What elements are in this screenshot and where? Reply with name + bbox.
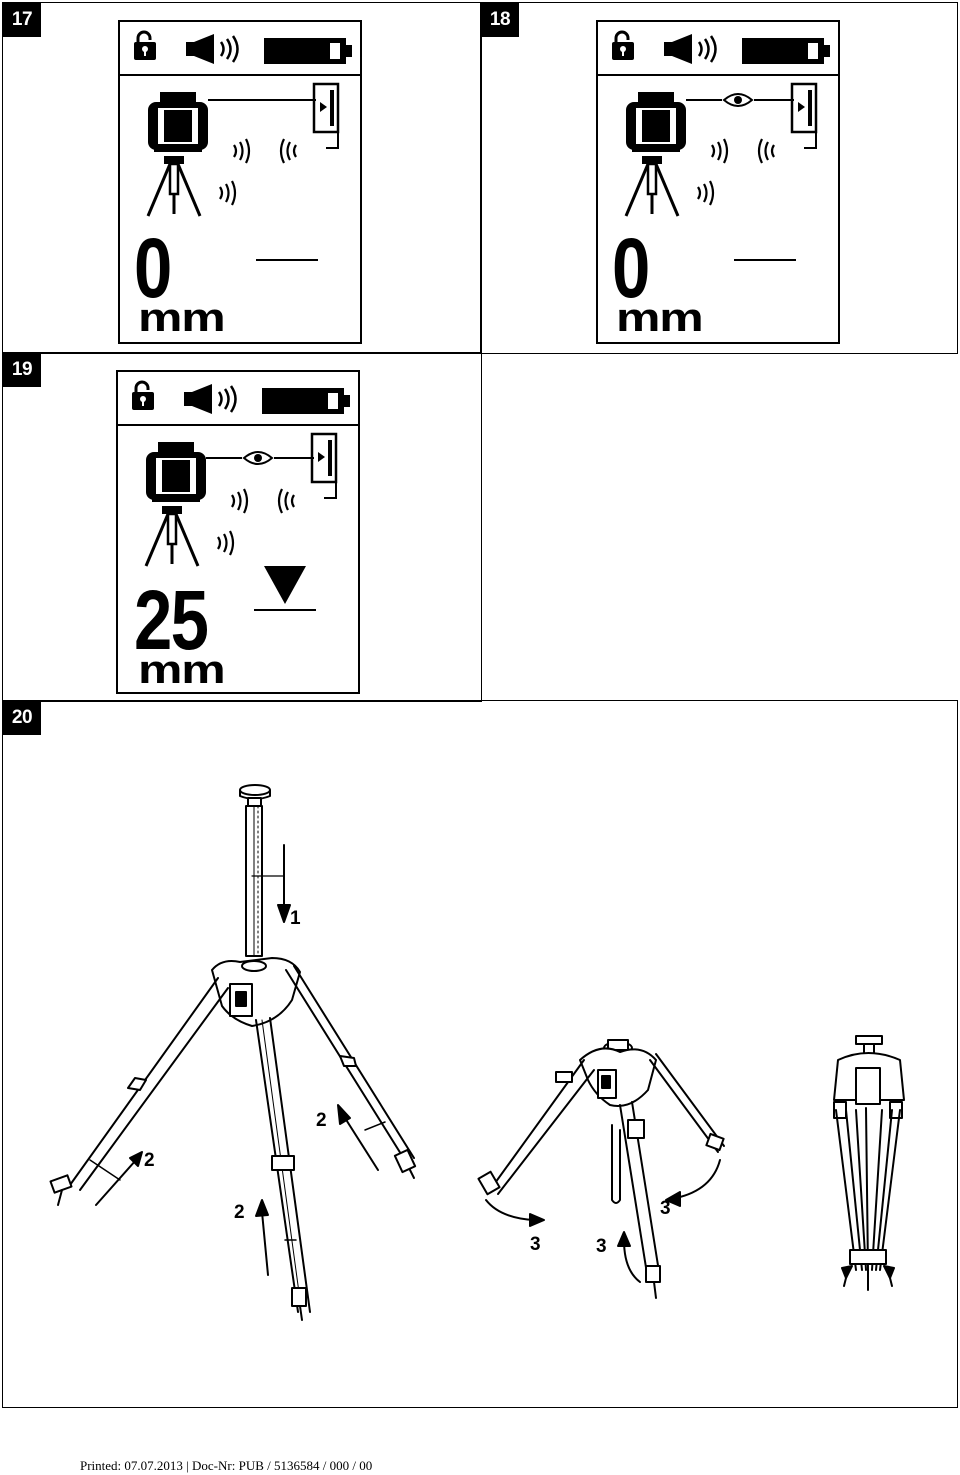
arrow-3-front [617, 1231, 641, 1283]
down-triangle-icon [264, 566, 306, 604]
rotating-laser-icon [626, 92, 686, 152]
tripod-icon [146, 154, 202, 218]
laser-receiver-icon [312, 82, 340, 134]
tripod-icon [144, 504, 200, 568]
figure-number-17: 17 [3, 3, 41, 37]
callout-2-front: 2 [234, 1202, 245, 1223]
eye-icon [723, 93, 753, 107]
arrow-2-front [255, 1199, 269, 1276]
callout-1: 1 [290, 908, 301, 929]
medium-tripod [477, 1039, 725, 1299]
panel-17-frame [2, 2, 482, 354]
arrow-3-right [665, 1159, 721, 1207]
status-bar-divider [120, 74, 360, 76]
status-bar-divider [118, 424, 358, 426]
callout-3-left: 3 [530, 1234, 541, 1255]
status-bar-icons [132, 30, 352, 261]
display-screen-18: 0 mm [596, 20, 840, 344]
panel-18-frame [480, 2, 958, 354]
display-screen-19: 25 mm [116, 370, 360, 694]
status-bar-icons [130, 380, 350, 611]
large-tripod [49, 784, 417, 1321]
battery-icon [262, 388, 350, 414]
status-bar-divider [598, 74, 838, 76]
arrow-2-left [95, 1151, 143, 1206]
battery-icon [742, 38, 830, 64]
speaker-icon [662, 32, 717, 66]
arrow-2-right [337, 1104, 379, 1171]
panel-19-frame [2, 352, 482, 702]
lock-open-icon [130, 380, 156, 412]
rotating-laser-icon [146, 442, 206, 502]
tripod-icon [624, 154, 680, 218]
distance-reading: 25 [134, 573, 209, 667]
distance-unit: mm [138, 648, 226, 692]
callout-3-right: 3 [660, 1198, 671, 1219]
panel-20-frame [2, 700, 958, 1408]
callout-2-left: 2 [144, 1150, 155, 1171]
arrow-1 [251, 844, 291, 923]
battery-icon [264, 38, 352, 64]
laser-receiver-icon [790, 82, 818, 134]
lock-open-icon [132, 30, 158, 62]
display-screen-17: 0 mm [118, 20, 362, 344]
print-footer: Printed: 07.07.2013 | Doc-Nr: PUB / 5136… [80, 1458, 373, 1473]
status-bar-icons [610, 30, 830, 261]
figure-number-20: 20 [3, 701, 41, 735]
laser-receiver-icon [310, 432, 338, 484]
figure-number-18: 18 [481, 3, 519, 37]
speaker-icon [182, 382, 237, 416]
distance-reading: 0 [612, 221, 650, 315]
rotating-laser-icon [148, 92, 208, 152]
distance-unit: mm [616, 296, 704, 340]
speaker-icon [184, 32, 239, 66]
tripod-setup-illustration: 1 2 2 2 3 3 3 [49, 784, 905, 1321]
eye-icon [243, 451, 273, 465]
arrow-3-left [485, 1199, 545, 1227]
distance-reading: 0 [134, 221, 172, 315]
figure-number-19: 19 [3, 353, 41, 387]
callout-2-right: 2 [316, 1110, 327, 1131]
lock-open-icon [610, 30, 636, 62]
distance-unit: mm [138, 296, 226, 340]
callout-3-front: 3 [596, 1236, 607, 1257]
folded-tripod [833, 1035, 905, 1291]
